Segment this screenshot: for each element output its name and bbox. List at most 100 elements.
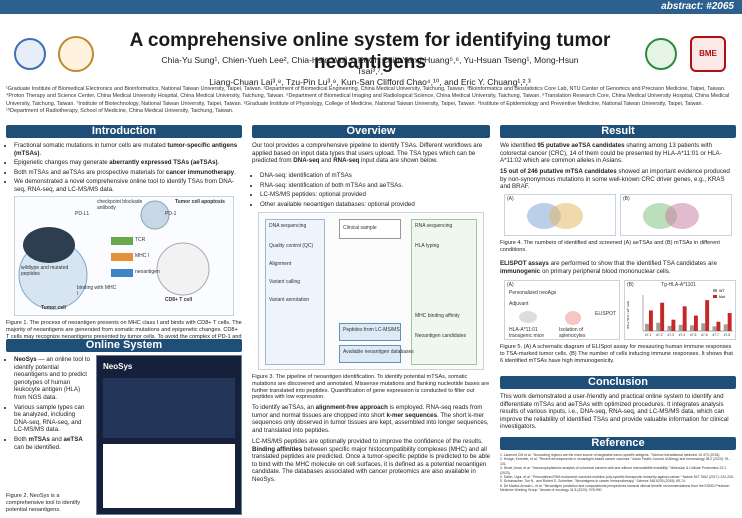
fig4b-label: (B) <box>623 196 630 202</box>
intro-bullet-3: Both mTSAs and aeTSAs are prospective ma… <box>14 169 242 177</box>
overview-item-1: DNA-seq: identification of mTSAs <box>260 172 490 180</box>
label-apoptosis: Tumor cell apoptosis <box>175 199 225 205</box>
fig5-personalized-label: Personalized neoAgs <box>509 290 557 296</box>
online-system-heading: Online System <box>6 339 242 352</box>
overview-item-3: LC-MS/MS peptides: optional provided <box>260 191 490 199</box>
figure-5a-schematic: (A) Personalized neoAgs Adjuvant HLA-A*1… <box>504 280 620 340</box>
elispot-bar-chart: IFN-γ SFU / 10⁵ cells#7-1#7-2#7-3#7-4#7-… <box>626 289 733 337</box>
introduction-heading: Introduction <box>6 125 242 138</box>
overview-item-4: Other available neoantigen databases: op… <box>260 201 490 209</box>
figure-2-caption: Figure 2. NeoSys is a comprehensive tool… <box>6 493 81 513</box>
introduction-text: Fractional somatic mutations in tumor ce… <box>6 142 242 196</box>
legend-label-wt: WT <box>719 289 725 293</box>
x-tick-label: #7-4 <box>679 333 686 337</box>
fig5-splenocytes-label: Isolation of splenocytes <box>559 327 586 339</box>
pipeline-dna-seq: DNA sequencing <box>269 223 307 229</box>
database-box <box>339 345 401 363</box>
x-tick-label: #7-7 <box>713 333 720 337</box>
legend-swatch-mut <box>713 295 717 298</box>
bar-wt-5 <box>701 323 706 331</box>
label-checkpoint: checkpoint blockade antibody <box>97 199 143 211</box>
overview-aetsa-text: To identify aeTSAs, an alignment-free ap… <box>252 404 489 434</box>
pipeline-variant-calling: Variant calling <box>269 279 301 285</box>
conclusion-heading: Conclusion <box>500 376 736 389</box>
abstract-tag: abstract: #2065 <box>661 1 734 12</box>
reference-item: 2. Hodge, Kenneth, et al. "Recent develo… <box>500 457 730 466</box>
rna-column <box>411 219 477 365</box>
figure-3-caption: Figure 3. The pipeline of neoantigen ide… <box>252 374 490 401</box>
bar-mut-0 <box>648 310 653 331</box>
x-tick-label: #7-8 <box>724 333 731 337</box>
intro-bullet-1: Fractional somatic mutations in tumor ce… <box>14 142 242 157</box>
bme-logo-icon: BME <box>690 36 726 72</box>
top-banner: abstract: #2065 <box>0 0 742 14</box>
university-logo-icon <box>14 38 46 70</box>
fig4a-label: (A) <box>507 196 514 202</box>
label-neoantigen: neoantigen <box>135 269 160 275</box>
mhc-shape <box>111 269 133 277</box>
overview-lcms-text: LC-MS/MS peptides are optionally provide… <box>252 438 491 483</box>
online-bullet-1: NeoSys — an online tool to identify pote… <box>14 356 92 402</box>
pipeline-variant-annotation: Variant annotation <box>269 297 310 303</box>
reference-item: 6. De Mattos-Arruda L, et al. "Neoantige… <box>500 483 730 493</box>
intro-bullet-4: We demonstrated a novel comprehensive on… <box>14 178 242 193</box>
affiliations: ¹Graduate Institute of Biomedical Electr… <box>6 86 730 115</box>
legend-swatch-wt <box>713 289 717 292</box>
pd1-shape <box>111 237 133 245</box>
poster-title: A comprehensive online system for identi… <box>129 30 611 73</box>
conclusion-text: This work demonstrated a user-friendly a… <box>500 393 729 431</box>
dish-icon <box>565 311 581 325</box>
fig5-mice-label: HLA-A*11:01 transgenic mice <box>509 327 545 339</box>
figure-4b-venn: (B) <box>620 194 732 236</box>
hospital-logo-icon <box>645 38 677 70</box>
pipeline-databases: Available neoantigen databases <box>343 349 414 355</box>
online-bullet-3: Both mTSAs and aeTSA can be identified. <box>14 436 92 451</box>
legend-label-mut: Mut <box>719 295 725 299</box>
label-pd-1: PD-1 <box>165 211 177 217</box>
bar-wt-0 <box>645 323 649 331</box>
neosys-logo-text: NeoSys <box>103 362 133 371</box>
reference-heading: Reference <box>500 437 736 450</box>
label-pd-l1: PD-L1 <box>75 211 90 217</box>
fig5a-label: (A) <box>507 282 514 288</box>
intro-bullet-2: Epigenetic changes may generate aberrant… <box>14 159 242 167</box>
y-axis-label: IFN-γ SFU / 10⁵ cells <box>626 300 630 329</box>
result-aetsa-text: We identified 95 putative aeTSA candidat… <box>500 142 722 165</box>
bar-mut-6 <box>716 321 721 331</box>
bar-mut-2 <box>671 319 676 331</box>
screenshot-panel <box>103 378 235 438</box>
fig5-adjuvant-label: Adjuvant <box>509 301 529 307</box>
authors-line-2: Liang-Chuan Lai³,⁸, Tzu-Pin Lu³,⁹, Kun-S… <box>209 77 531 87</box>
label-cd8-t-cell: CD8+ T cell <box>165 297 193 303</box>
overview-list: DNA-seq: identification of mTSAs RNA-seq… <box>252 172 490 210</box>
x-tick-label: #7-1 <box>645 333 652 337</box>
pipeline-binding-affinity: MHC binding affinity <box>415 313 460 319</box>
x-tick-label: #7-2 <box>656 333 663 337</box>
pipeline-rna-seq: RNA sequencing <box>415 223 453 229</box>
t-cell-shape <box>156 242 210 296</box>
dna-column <box>265 219 325 365</box>
apoptosis-cell-shape <box>140 200 170 230</box>
institute-seal-icon <box>58 36 94 72</box>
reference-list: 1. Laumont CM et al. "Noncoding regions … <box>500 453 736 493</box>
figure-4-caption: Figure 4. The numbers of identified and … <box>500 240 720 253</box>
result-mtsa-text: 15 out of 246 putative mTSA candidates s… <box>500 168 730 191</box>
bar-wt-4 <box>690 325 694 331</box>
mouse-icon <box>519 311 537 323</box>
lcms-box <box>339 323 401 341</box>
pipeline-clinical-sample: Clinical sample <box>343 225 377 231</box>
bar-wt-1 <box>656 322 661 331</box>
nucleus-shape <box>23 227 75 263</box>
bar-wt-3 <box>678 324 683 331</box>
figure-5-caption: Figure 5. (A) A schematic diagram of ELI… <box>500 344 733 364</box>
fig5b-label: (B) <box>627 282 634 288</box>
figure-1-illustration: PD-L1 PD-1 TCR MHC I neoantigen CD8+ T c… <box>14 196 234 316</box>
screenshot-form <box>103 444 235 508</box>
bar-mut-4 <box>693 315 698 331</box>
label-mhc-i: MHC I <box>135 253 150 259</box>
overview-heading: Overview <box>252 125 490 138</box>
chart-title: Tg-HLA-A*1101 <box>661 282 696 288</box>
overview-intro: Our tool provides a comprehensive pipeli… <box>252 142 483 165</box>
reference-item: 4. Sahin, Ugur, et al. "Personalized RNA… <box>500 475 734 480</box>
tcr-shape <box>111 253 133 261</box>
